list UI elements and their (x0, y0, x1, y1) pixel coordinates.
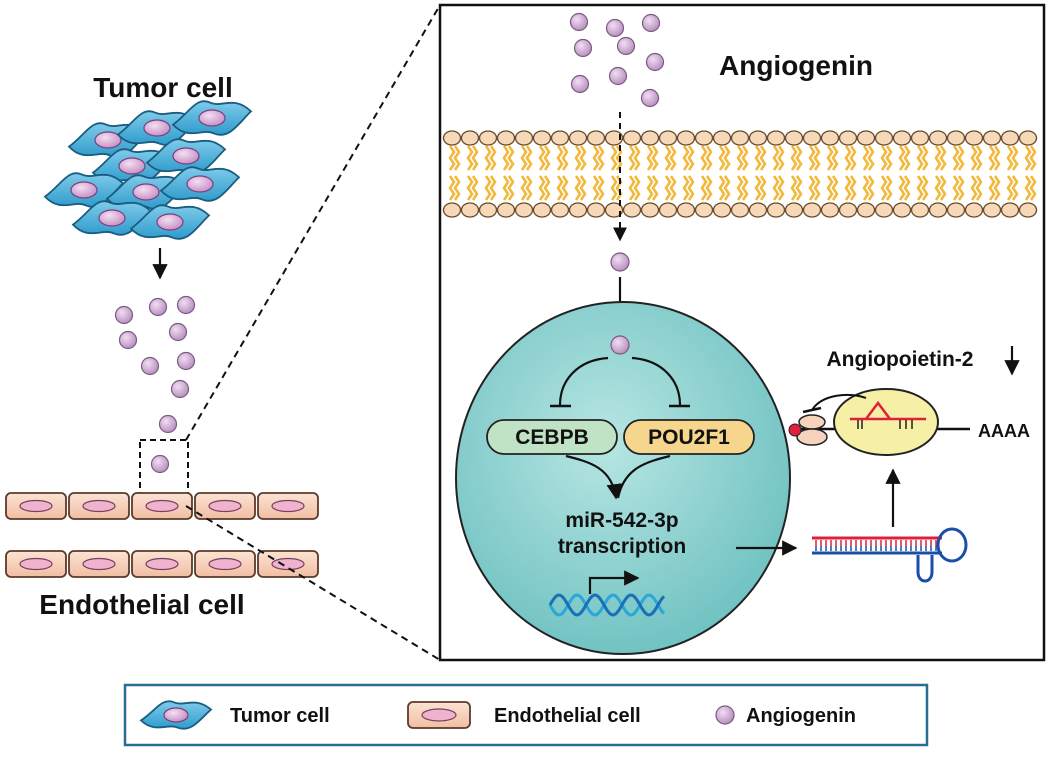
zoom-region-box (139, 439, 189, 507)
tumor-cell (145, 138, 227, 174)
angiogenin-dot (158, 414, 178, 434)
angiogenin-dot (148, 297, 168, 317)
mirna-label-line1: miR-542-3p (565, 509, 678, 532)
nucleus (455, 301, 791, 655)
endothelial-cell (131, 492, 193, 520)
legend-box (123, 683, 929, 747)
angiogenin-dot (573, 38, 593, 58)
angiogenin-dot (645, 52, 665, 72)
pou2f1-label: POU2F1 (648, 426, 730, 449)
angiogenin-dot (570, 74, 590, 94)
mirna-label-line2: transcription (558, 535, 686, 558)
legend-label-tumor-cell: Tumor cell (230, 705, 330, 727)
endothelial-cell (257, 550, 319, 578)
angiogenin-dot (176, 295, 196, 315)
angiogenin-dot (170, 379, 190, 399)
tumor-cell (159, 166, 241, 202)
angiogenin-dot (605, 18, 625, 38)
endothelial-cell (5, 492, 67, 520)
angiogenin-dot (150, 454, 170, 474)
endothelial-cell (5, 550, 67, 578)
legend-item-angiogenin: Angiogenin (715, 705, 856, 727)
angiogenin-dot (608, 66, 628, 86)
zoom-connector-top (185, 4, 441, 441)
legend-label-angiogenin: Angiogenin (746, 705, 856, 727)
target-mrna-complex (788, 388, 970, 456)
cebpb-activation-arrow (565, 454, 622, 500)
cebpb-pill (486, 419, 618, 455)
angiogenin-dot (118, 330, 138, 350)
cell-membrane-bilayer (442, 130, 1038, 218)
endothelial-cell (194, 492, 256, 520)
angiogenin-label: Angiogenin (719, 50, 873, 81)
cytoplasmic-angiogenin-dot (610, 252, 630, 272)
endothelial-cell (131, 550, 193, 578)
nuclear-angiogenin-dot (610, 335, 630, 355)
cebpb-label: CEBPB (515, 426, 589, 449)
angiogenin-dot (140, 356, 160, 376)
angiogenin-dot (640, 88, 660, 108)
secreted-angiogenin-dots (114, 295, 196, 474)
angiogenin-dot (569, 12, 589, 32)
endothelial-cell-title: Endothelial cell (39, 589, 244, 620)
legend-label-endothelial-cell: Endothelial cell (494, 705, 641, 727)
angiogenin-dot (616, 36, 636, 56)
tumor-cell (116, 110, 198, 146)
tumor-cell (129, 204, 211, 240)
legend-item-tumor-cell: Tumor cell (139, 700, 330, 730)
pou2f1-pill (623, 419, 755, 455)
tumor-cell-title: Tumor cell (93, 72, 233, 103)
polya-tail-label: AAAA (978, 421, 1030, 441)
tumor-cell (171, 100, 253, 136)
pou2f1-activation-arrow (616, 454, 671, 499)
angiogenin-dot (176, 351, 196, 371)
endothelial-cell (68, 492, 130, 520)
promoter-arrow (588, 570, 640, 594)
angiogenin-dot (114, 305, 134, 325)
endothelial-cell-layer (5, 492, 319, 578)
zoom-connector-bottom (185, 505, 441, 661)
tumor-cell (71, 200, 153, 236)
inhibit-cebpb-arc (558, 356, 609, 406)
tumor-cell-cluster (43, 100, 253, 240)
dna-double-helix (548, 593, 666, 617)
endothelial-cell (194, 550, 256, 578)
endothelial-cell (68, 550, 130, 578)
angiopoietin-2-label: Angiopoietin-2 (827, 348, 974, 371)
angiogenin-dot (641, 13, 661, 33)
mirna-hairpin (812, 527, 968, 583)
angiogenin-dot (168, 322, 188, 342)
legend-item-endothelial-cell: Endothelial cell (407, 701, 641, 729)
inhibit-pou2f1-arc (631, 356, 682, 406)
endothelial-cell (257, 492, 319, 520)
extracellular-angiogenin-dots (569, 12, 665, 108)
